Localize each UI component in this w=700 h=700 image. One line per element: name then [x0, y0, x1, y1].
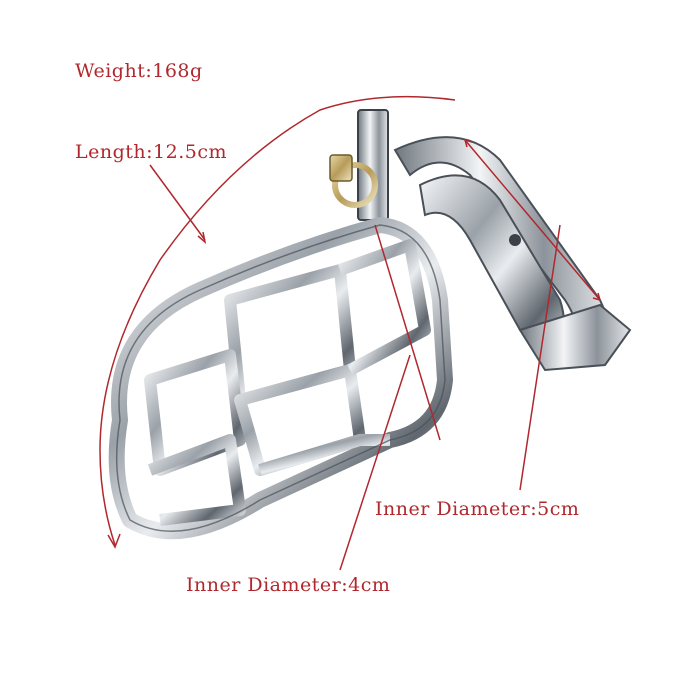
cage-body	[108, 217, 453, 540]
cage-outline	[115, 224, 446, 532]
weight-label: Weight:168g	[75, 60, 203, 82]
inner-diameter-ring-label: Inner Diameter:5cm	[375, 498, 580, 520]
length-arc	[99, 95, 456, 549]
inner-diameter-cage-label: Inner Diameter:4cm	[186, 574, 391, 596]
ring-diameter-line	[464, 139, 601, 491]
length-leader	[149, 164, 206, 241]
lock-post	[329, 109, 389, 221]
length-leader-arrow	[197, 231, 207, 244]
cage-diameter-line	[339, 224, 441, 571]
length-label: Length:12.5cm	[75, 141, 227, 163]
